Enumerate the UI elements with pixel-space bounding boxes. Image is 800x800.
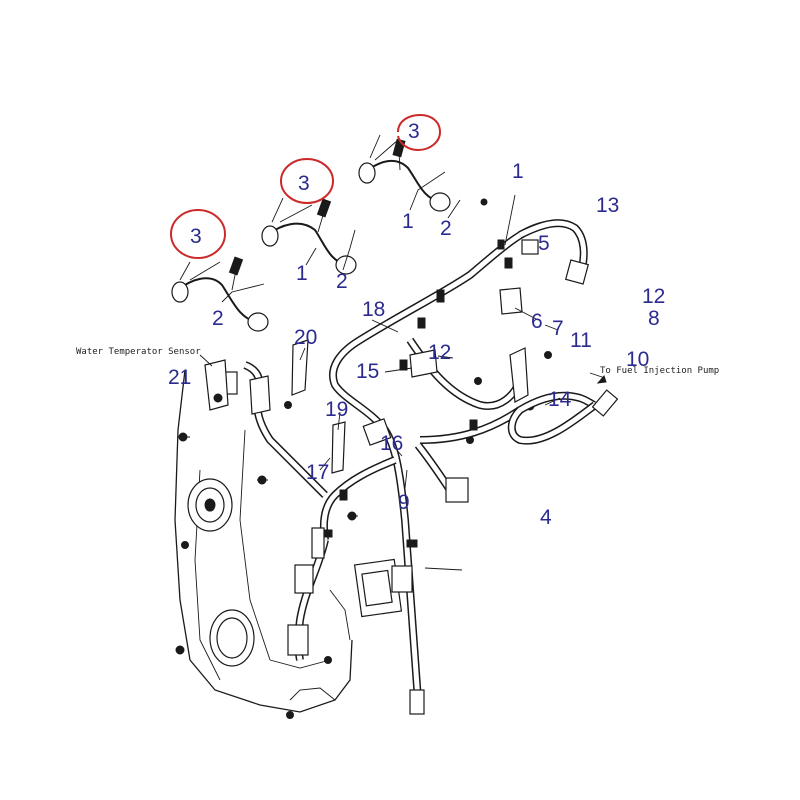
highlight-rings xyxy=(170,113,442,259)
sensor-group-right xyxy=(358,138,451,212)
callout-2-left: 2 xyxy=(212,307,224,330)
water-temperature-sensor-label: Water Temperator Sensor xyxy=(76,347,201,357)
callout-19: 19 xyxy=(325,398,348,421)
callout-3-middle: 3 xyxy=(298,172,310,195)
callout-20: 20 xyxy=(294,326,317,349)
crank-pulley xyxy=(187,478,233,532)
callout-21: 21 xyxy=(168,366,191,389)
water-temperature-sensor xyxy=(199,354,229,411)
callout-17: 17 xyxy=(306,461,329,484)
callout-3-left: 3 xyxy=(190,225,202,248)
callout-4: 4 xyxy=(540,506,552,529)
brackets xyxy=(249,287,529,474)
callout-1-top: 1 xyxy=(512,160,524,183)
callout-14: 14 xyxy=(548,388,572,411)
connectors xyxy=(214,239,619,715)
callout-16: 16 xyxy=(380,432,403,455)
callout-7: 7 xyxy=(552,317,564,340)
callout-2-middle: 2 xyxy=(336,270,348,293)
callout-11: 11 xyxy=(570,329,592,352)
highlight-ring-middle xyxy=(280,158,334,204)
callout-18: 18 xyxy=(362,298,385,321)
callout-12-right: 12 xyxy=(642,285,665,308)
fuel-injection-pump-label: To Fuel Injection Pump xyxy=(600,366,719,376)
sensor-group-middle xyxy=(261,198,357,275)
highlight-ring-left xyxy=(170,209,226,259)
callout-15: 15 xyxy=(356,360,379,383)
callout-6: 6 xyxy=(531,310,543,333)
callout-numbers: 3 3 3 1 1 1 2 2 2 13 5 12 8 6 7 11 10 18… xyxy=(168,120,665,529)
callout-8: 8 xyxy=(648,307,660,330)
sensor-group-left xyxy=(171,256,269,332)
harness-clips xyxy=(321,239,513,548)
callout-10: 10 xyxy=(626,348,649,371)
callout-12-middle: 12 xyxy=(428,341,451,364)
mounting-bolts xyxy=(175,198,552,719)
highlight-ring-right xyxy=(397,113,442,152)
main-harness xyxy=(243,219,601,701)
leader-lines xyxy=(179,134,606,571)
callout-1-middle: 1 xyxy=(296,262,308,285)
fuel-pump-arrow xyxy=(596,375,607,384)
callout-9: 9 xyxy=(398,491,410,514)
callout-2-right: 2 xyxy=(440,217,452,240)
callout-3-right: 3 xyxy=(408,120,420,143)
callout-13: 13 xyxy=(596,194,619,217)
flange-ring xyxy=(209,609,255,667)
callout-5: 5 xyxy=(538,232,550,255)
callout-1-right: 1 xyxy=(402,210,414,233)
